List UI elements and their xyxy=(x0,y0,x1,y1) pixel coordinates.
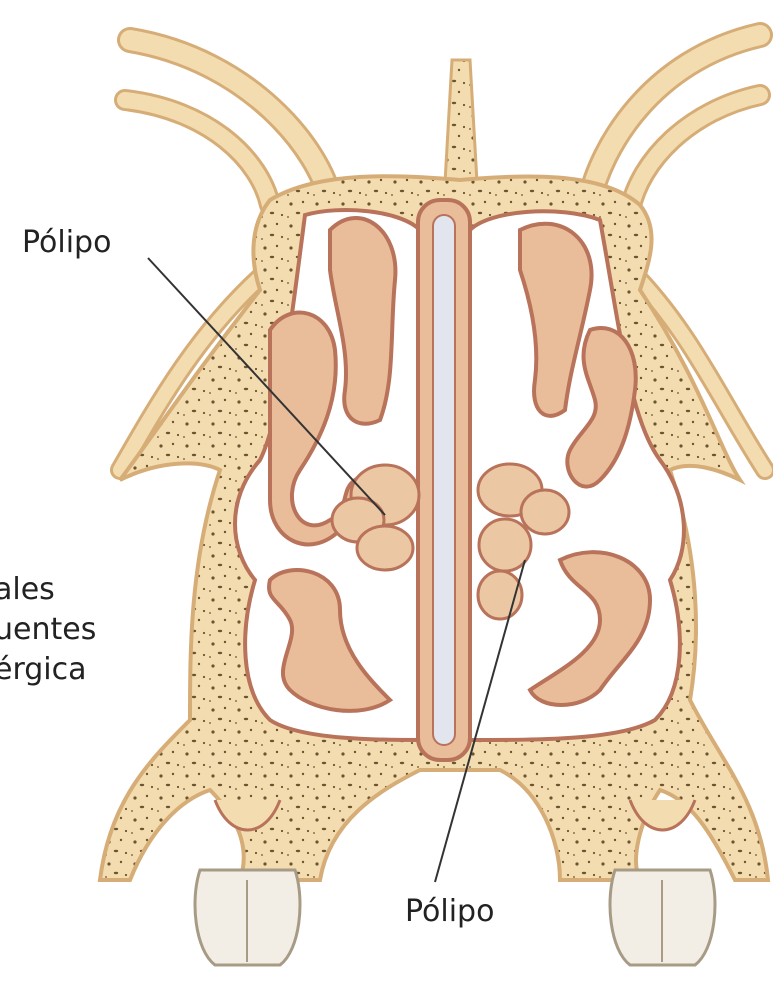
left-orbital-arc-lower-fill xyxy=(125,100,270,205)
septum-core xyxy=(433,215,455,745)
right-orbital-arc-upper xyxy=(590,35,760,200)
label-polipo-top: Pólipo xyxy=(22,226,111,260)
label-cut-line3: érgica xyxy=(0,650,96,690)
label-cut-line1: ales xyxy=(0,570,96,610)
left-orbital-arc-upper xyxy=(130,40,330,200)
label-cut-line2: uentes xyxy=(0,610,96,650)
label-polipo-bottom: Pólipo xyxy=(405,895,494,929)
label-cut-off: ales uentes érgica xyxy=(0,570,96,690)
